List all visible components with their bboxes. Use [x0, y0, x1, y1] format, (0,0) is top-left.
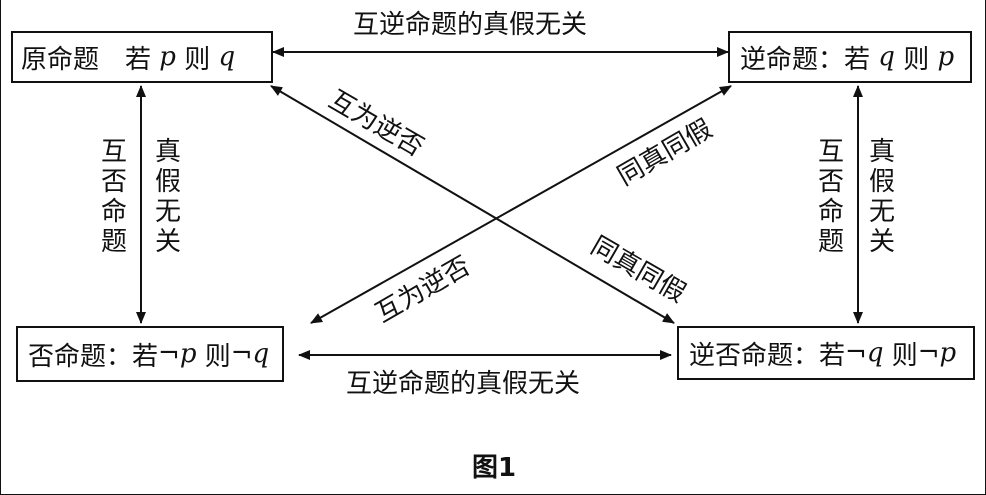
inverse-colon: ：若 [106, 341, 159, 372]
original-proposition-box: 原命题 若 p 则 q [11, 31, 273, 83]
figure-caption: 图1 [471, 453, 517, 483]
inverse-title: 否命题 [28, 341, 107, 372]
diagonal-arrow-down [270, 85, 675, 324]
original-then: 则 [175, 44, 219, 75]
contrapositive-not-q: ¬q [845, 338, 884, 368]
contrapositive-then: 则 [883, 340, 918, 371]
contrapositive-not-p: ¬p [917, 338, 957, 368]
right-outer-label: 真假无关 [868, 137, 895, 257]
converse-p: p [937, 42, 955, 72]
inverse-proposition-box: 否命题 ：若 ¬p 则 ¬q [16, 326, 284, 382]
contrapositive-colon: ：若 [793, 340, 846, 371]
left-outer-label: 真假无关 [154, 137, 181, 257]
contrapositive-title: 逆否命题 [689, 340, 794, 371]
top-relation-label: 互逆命题的真假无关 [353, 10, 588, 40]
converse-then: 则 [894, 44, 938, 75]
contrapositive-proposition-box: 逆否命题 ：若 ¬q 则 ¬p [677, 326, 975, 380]
inverse-not-q: ¬q [230, 339, 270, 369]
original-gap: 若 [99, 44, 160, 75]
converse-proposition-box: 逆命题 ：若 q 则 p [728, 31, 972, 83]
inverse-then: 则 [196, 341, 231, 372]
converse-title: 逆命题 [740, 44, 819, 75]
inverse-not-p: ¬p [158, 339, 197, 369]
left-inner-label: 互否命题 [100, 137, 127, 257]
converse-colon: ：若 [818, 44, 879, 75]
bottom-relation-label: 互逆命题的真假无关 [346, 369, 581, 399]
original-q: q [218, 42, 236, 72]
converse-q: q [878, 42, 895, 72]
diagonal-arrow-up [310, 85, 732, 324]
original-p: p [159, 42, 176, 72]
original-title: 原命题 [21, 44, 100, 75]
right-inner-label: 互否命题 [817, 137, 844, 257]
